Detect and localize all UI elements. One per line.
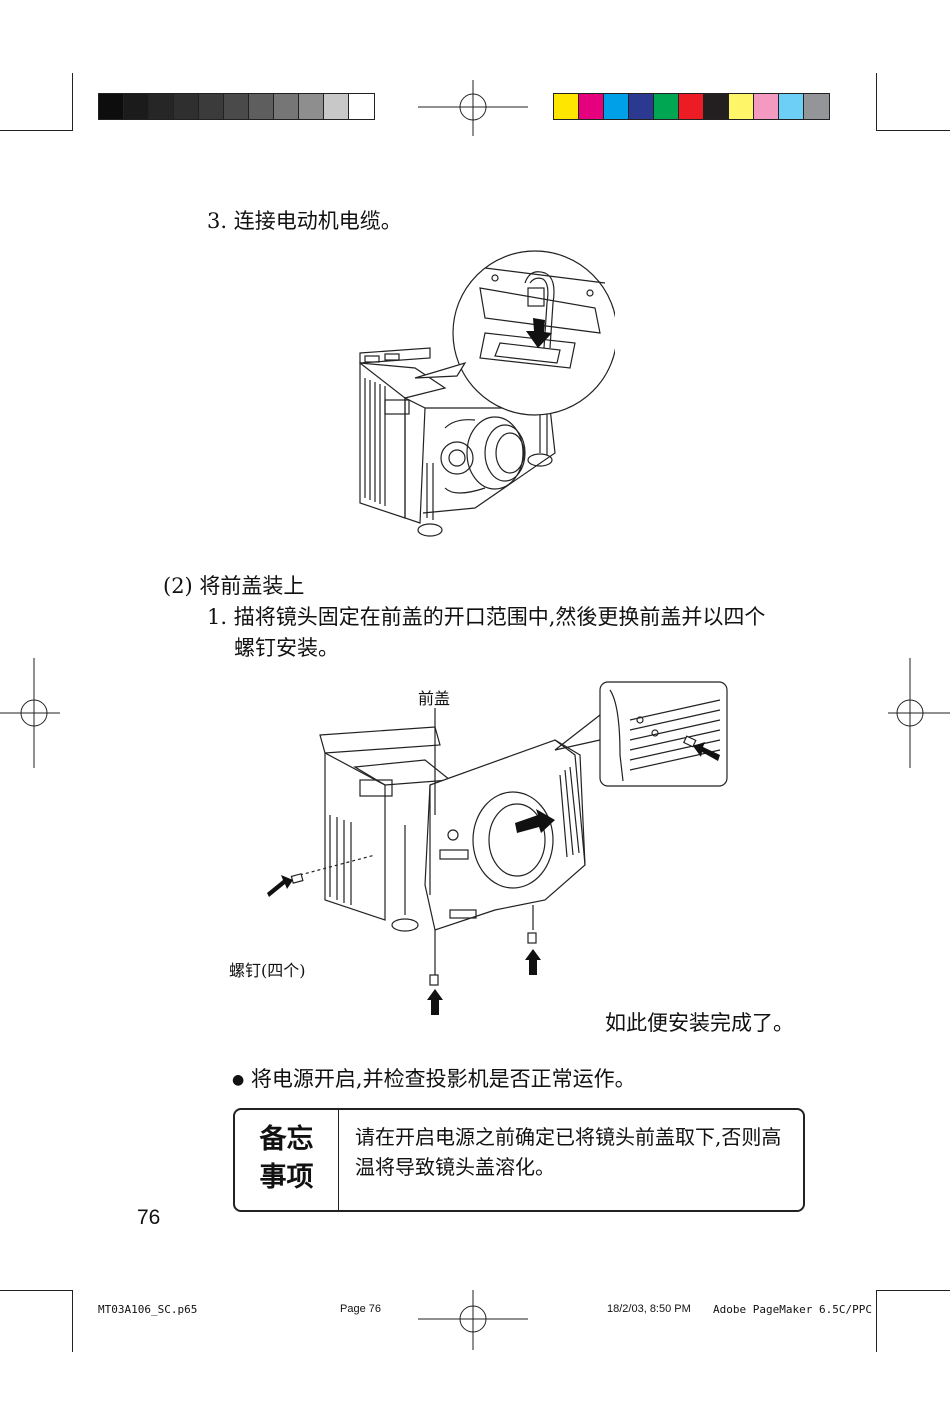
step-3-text: 3. 连接电动机电缆。 — [207, 209, 402, 233]
gray-swatch-10 — [324, 94, 349, 119]
gray-swatch-7 — [249, 94, 274, 119]
gray-swatch-8 — [274, 94, 299, 119]
motor-cable-figure — [359, 250, 615, 537]
color-swatch-1 — [554, 94, 579, 119]
footer-application: Adobe PageMaker 6.5C/PPC — [713, 1303, 872, 1316]
grayscale-color-bar — [98, 93, 375, 120]
screws-label: 螺钉(四个) — [229, 961, 306, 980]
gray-swatch-1 — [99, 94, 124, 119]
footer-page: Page 76 — [340, 1303, 381, 1315]
color-swatch-8 — [729, 94, 754, 119]
memo-label: 备忘 事项 — [235, 1110, 339, 1210]
page-number: 76 — [137, 1206, 161, 1229]
bullet-item: ● 将电源开启,并检查投影机是否正常运作。 — [232, 1064, 636, 1095]
memo-box: 备忘 事项 请在开启电源之前确定已将镜头前盖取下,否则高温将导致镜头盖溶化。 — [233, 1108, 805, 1212]
section-2-heading: (2) 将前盖装上 — [163, 574, 305, 598]
registration-target-right — [888, 658, 950, 768]
step-1-text-line2: 螺钉安装。 — [234, 636, 339, 660]
color-swatch-6 — [679, 94, 704, 119]
color-swatch-2 — [579, 94, 604, 119]
bullet-icon: ● — [232, 1072, 245, 1088]
memo-label-line2: 事项 — [259, 1162, 314, 1193]
registration-target-left — [0, 658, 60, 768]
gray-swatch-6 — [224, 94, 249, 119]
memo-label-line1: 备忘 — [259, 1124, 314, 1155]
color-swatch-9 — [754, 94, 779, 119]
registration-target-bottom — [418, 1290, 528, 1350]
front-cover-label: 前盖 — [418, 689, 451, 708]
footer-file-name: MT03A106_SC.p65 — [98, 1303, 198, 1316]
color-swatch-5 — [654, 94, 679, 119]
registration-target-top — [418, 80, 528, 136]
gray-swatch-5 — [199, 94, 224, 119]
gray-swatch-4 — [174, 94, 199, 119]
footer-date: 18/2/03, 8:50 PM — [607, 1303, 691, 1315]
completion-text: 如此便安装完成了。 — [605, 1011, 794, 1035]
memo-text: 请在开启电源之前确定已将镜头前盖取下,否则高温将导致镜头盖溶化。 — [355, 1125, 782, 1179]
bullet-text: 将电源开启,并检查投影机是否正常运作。 — [250, 1067, 636, 1091]
color-swatch-7 — [704, 94, 729, 119]
step-1-text-line1: 1. 描将镜头固定在前盖的开口范围中,然後更换前盖并以四个 — [207, 605, 766, 629]
color-swatch-3 — [604, 94, 629, 119]
front-cover-figure — [267, 681, 728, 1015]
gray-swatch-11 — [349, 94, 374, 119]
color-swatch-4 — [629, 94, 654, 119]
gray-swatch-3 — [149, 94, 174, 119]
color-swatch-11 — [804, 94, 829, 119]
color-swatch-10 — [779, 94, 804, 119]
gray-swatch-9 — [299, 94, 324, 119]
gray-swatch-2 — [124, 94, 149, 119]
process-color-bar — [553, 93, 830, 120]
